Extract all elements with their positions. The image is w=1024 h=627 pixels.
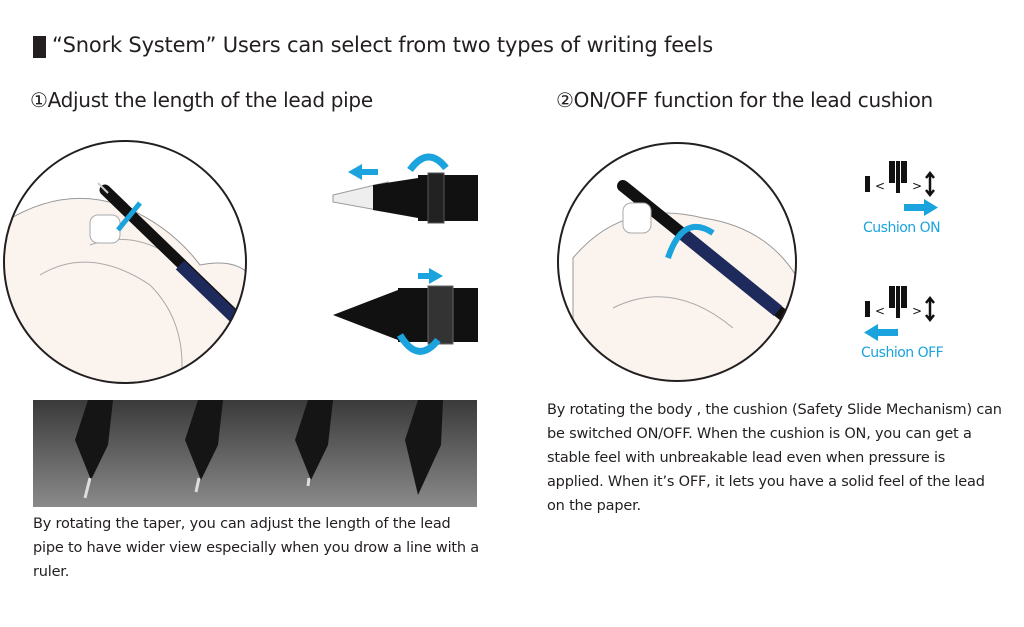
cushion-on-label: Cushion ON (863, 220, 941, 236)
section-1-heading: ①Adjust the length of the lead pipe (30, 88, 373, 112)
lead-pipe-lengths-photo (33, 400, 477, 507)
section-2-heading: ②ON/OFF function for the lead cushion (556, 88, 933, 112)
title-marker (33, 36, 46, 58)
cushion-on-icon: < > (865, 161, 938, 216)
svg-text:>: > (912, 304, 922, 318)
cushion-off-label: Cushion OFF (861, 345, 944, 361)
page-title: “Snork System” Users can select from two… (52, 33, 714, 57)
hand-adjusting-taper-illustration (3, 140, 247, 384)
svg-text:<: < (875, 304, 885, 318)
cushion-off-icon: < > (864, 286, 935, 341)
section-2-description: By rotating the body , the cushion (Safe… (547, 402, 1002, 514)
section-1-description: By rotating the taper, you can adjust th… (33, 516, 479, 580)
taper-rotation-illustrations (332, 153, 478, 355)
hand-rotating-body-illustration (557, 142, 797, 382)
svg-text:<: < (875, 179, 885, 193)
svg-text:>: > (912, 179, 922, 193)
